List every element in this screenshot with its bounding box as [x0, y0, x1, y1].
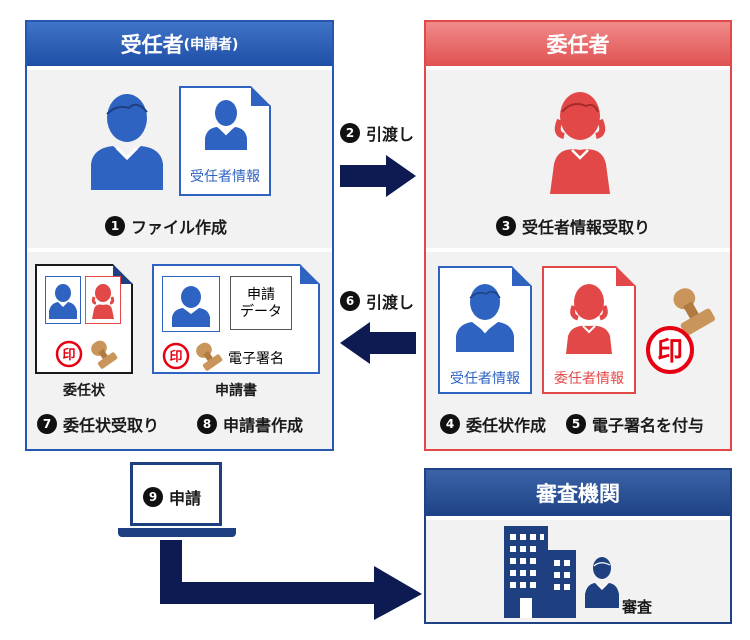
applicant-info-document: 受任者情報: [438, 266, 532, 394]
seal-stamp-icon: 印: [646, 288, 715, 374]
step-5: 5 電子署名を付与: [566, 412, 704, 436]
laptop-screen: 9 申請: [130, 462, 222, 526]
step-number: 5: [566, 414, 586, 434]
delegator-person-icon: [550, 92, 610, 194]
step-label: 申請: [169, 489, 202, 508]
step-label: 委任状受取り: [63, 416, 160, 435]
building-icon: [504, 526, 576, 618]
mini-red-card: [85, 276, 121, 324]
review-caption: 審査: [622, 598, 653, 616]
reviewer-person-icon: [585, 557, 619, 608]
step-label: 電子署名を付与: [592, 416, 705, 435]
doc-fold-icon: [300, 264, 320, 284]
delegator-info-document: 委任者情報: [542, 266, 636, 394]
applicant-person-icon: [91, 94, 163, 190]
step-number: 4: [440, 414, 460, 434]
step-label: 引渡し: [366, 293, 415, 312]
mini-blue-card: [45, 276, 81, 324]
step-6: 6 引渡し: [340, 289, 414, 313]
person-icon: [172, 286, 210, 327]
step-9: 9 申請: [143, 485, 201, 509]
left-arrow-icon: [340, 322, 416, 364]
submission-arrow-icon: [160, 540, 422, 620]
delegator-header: 委任者: [426, 22, 730, 66]
person-female-icon: [91, 284, 115, 319]
applicant-info-document: 受任者情報: [179, 86, 271, 196]
step-label: ファイル作成: [131, 218, 228, 237]
delegator-panel: 委任者 3 受任者情報受取り 受任者情報: [424, 20, 732, 451]
step-number: 8: [197, 414, 217, 434]
step-label: 引渡し: [366, 125, 415, 144]
doc-fold-icon: [251, 86, 271, 106]
applicant-header-subtitle: (申請者): [183, 37, 239, 53]
step-2: 2 引渡し: [340, 121, 414, 145]
doc-label: 受任者情報: [450, 371, 520, 387]
svg-text:印: 印: [62, 348, 75, 363]
step-3: 3 受任者情報受取り: [496, 214, 650, 238]
review-body-header: 審査機関: [426, 470, 730, 516]
step-number: 7: [37, 414, 57, 434]
review-body-section: 審査: [426, 520, 730, 622]
step-number: 3: [496, 216, 516, 236]
step-8: 8 申請書作成: [197, 412, 303, 436]
seal-char: 印: [657, 337, 683, 367]
person-female-icon: [566, 284, 612, 354]
step-label: 申請書作成: [223, 416, 304, 435]
applicant-info-label: 受任者情報: [190, 169, 260, 185]
step-label: 受任者情報受取り: [522, 218, 651, 237]
application-document: 申請 データ 印 電子署名: [152, 264, 320, 374]
right-arrow-icon: [340, 155, 416, 197]
step-4: 4 委任状作成: [440, 412, 546, 436]
doc-label: 委任者情報: [554, 371, 624, 387]
power-of-attorney-document: 印: [35, 264, 133, 374]
step-label: 委任状作成: [466, 416, 547, 435]
laptop-base: [118, 528, 236, 537]
step-number: 6: [340, 291, 360, 311]
doc-fold-icon: [512, 266, 532, 286]
doc-fold-icon: [616, 266, 636, 286]
step-7: 7 委任状受取り: [37, 412, 159, 436]
applicant-top-section: 受任者情報 1 ファイル作成: [27, 70, 332, 248]
applicant-header-title: 受任者: [120, 33, 184, 57]
step-1: 1 ファイル作成: [105, 214, 227, 238]
delegator-top-section: 3 受任者情報受取り: [426, 70, 730, 248]
seal-stamp-icon: 印: [55, 340, 118, 369]
review-body-panel: 審査機関 審査: [424, 468, 732, 624]
application-data-card: 申請 データ: [230, 276, 292, 330]
esign-label: 電子署名: [228, 351, 284, 367]
application-caption: 申請書: [215, 383, 257, 399]
applicant-header: 受任者 (申請者): [27, 22, 332, 66]
svg-text:印: 印: [169, 350, 182, 365]
person-icon: [205, 100, 247, 150]
step-number: 2: [340, 123, 360, 143]
step-number: 1: [105, 216, 125, 236]
seal-stamp-icon: 印: [162, 342, 223, 371]
applicant-panel: 受任者 (申請者) 受任者情報 1 ファイル作成: [25, 20, 334, 451]
power-of-attorney-caption: 委任状: [63, 383, 105, 399]
delegator-bottom-section: 受任者情報 委任者情報 印: [426, 252, 730, 449]
mini-blue-card: [162, 276, 220, 332]
person-icon: [456, 284, 514, 352]
person-icon: [49, 284, 77, 319]
applicant-bottom-section: 印 委任状 申請 データ: [27, 252, 332, 449]
step-number: 9: [143, 487, 163, 507]
